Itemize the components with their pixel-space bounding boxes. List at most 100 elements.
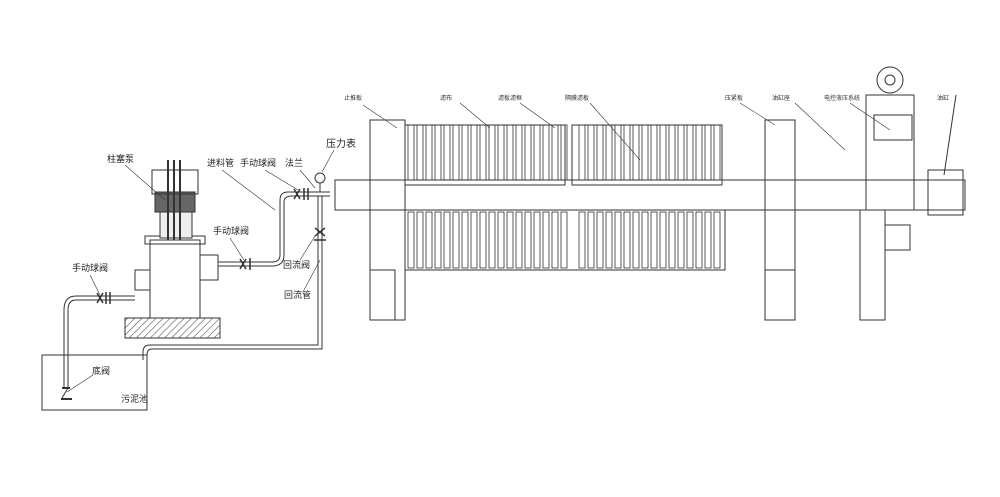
filter-plate bbox=[596, 124, 604, 181]
filter-plate bbox=[632, 124, 640, 181]
filter-plate bbox=[659, 124, 667, 181]
label-filter-plate: 滤板滤框 bbox=[498, 95, 523, 102]
label-filter-cloth: 滤布 bbox=[440, 95, 453, 102]
filter-plate bbox=[632, 211, 640, 269]
filter-plate bbox=[533, 124, 541, 181]
filter-plate bbox=[470, 211, 478, 269]
filter-plate bbox=[515, 211, 523, 269]
filter-plate bbox=[479, 211, 487, 269]
filter-plate bbox=[614, 124, 622, 181]
filter-plate bbox=[524, 211, 532, 269]
filter-plates bbox=[407, 124, 721, 269]
filter-plate bbox=[488, 124, 496, 181]
pump-base bbox=[124, 317, 221, 339]
return-pipe bbox=[142, 196, 323, 360]
filter-plate bbox=[533, 211, 541, 269]
filter-plate bbox=[578, 211, 586, 269]
filter-plate bbox=[542, 211, 550, 269]
filter-plate bbox=[488, 211, 496, 269]
filter-plate bbox=[542, 124, 550, 181]
sludge-tank bbox=[41, 354, 148, 411]
filter-plate bbox=[461, 211, 469, 269]
filter-plate bbox=[425, 211, 433, 269]
filter-plate bbox=[686, 211, 694, 269]
label-thrust-plate: 止推板 bbox=[344, 95, 363, 102]
filter-plate bbox=[668, 211, 676, 269]
label-ball-valve-left: 手动球阀 bbox=[72, 264, 109, 274]
label-ball-valve-top: 手动球阀 bbox=[240, 159, 277, 169]
label-hydraulic-system: 电控液压系统 bbox=[824, 95, 861, 102]
filter-plate bbox=[695, 124, 703, 181]
filter-plate bbox=[560, 211, 568, 269]
filter-plate bbox=[641, 124, 649, 181]
filter-plate bbox=[713, 124, 721, 181]
label-diaphragm-plate: 隔膜滤板 bbox=[565, 95, 590, 102]
filter-plate bbox=[596, 211, 604, 269]
filter-plate bbox=[497, 211, 505, 269]
filter-plate bbox=[614, 211, 622, 269]
filter-plate bbox=[587, 124, 595, 181]
filter-plate bbox=[587, 211, 595, 269]
filter-plate bbox=[704, 211, 712, 269]
pressure-gauge-icon bbox=[314, 172, 326, 192]
filter-plate bbox=[713, 211, 721, 269]
filter-plate bbox=[407, 211, 415, 269]
filter-plate bbox=[515, 124, 523, 181]
filter-plate bbox=[551, 124, 559, 181]
filter-plate bbox=[425, 124, 433, 181]
filter-plate bbox=[641, 211, 649, 269]
label-pressure-gauge: 压力表 bbox=[326, 139, 356, 150]
filter-plate bbox=[650, 211, 658, 269]
label-return-valve: 回流阀 bbox=[283, 261, 311, 271]
filter-plate bbox=[551, 211, 559, 269]
filter-plate bbox=[407, 124, 415, 181]
filter-plate bbox=[623, 211, 631, 269]
filter-plate bbox=[452, 211, 460, 269]
filter-plate bbox=[416, 124, 424, 181]
filter-plate bbox=[434, 211, 442, 269]
return-valve-icon bbox=[314, 227, 326, 241]
label-ball-valve-mid: 手动球阀 bbox=[213, 227, 250, 237]
filter-plate bbox=[677, 211, 685, 269]
filter-plate bbox=[695, 211, 703, 269]
ball-valve-left-icon bbox=[96, 292, 111, 304]
filter-plate bbox=[659, 211, 667, 269]
ball-valve-mid-icon bbox=[239, 258, 251, 270]
label-cylinder: 油缸 bbox=[937, 95, 950, 102]
ball-valve-top-icon bbox=[293, 188, 309, 200]
filter-plate bbox=[479, 124, 487, 181]
filter-plate bbox=[434, 124, 442, 181]
feed-pipe bbox=[218, 191, 330, 267]
label-return-pipe: 回流管 bbox=[284, 291, 312, 301]
suction-pipe bbox=[63, 295, 135, 311]
label-plunger-pump: 柱塞泵 bbox=[107, 155, 135, 165]
filter-plate bbox=[668, 124, 676, 181]
label-foot-valve: 底阀 bbox=[92, 367, 111, 377]
filter-plate bbox=[605, 211, 613, 269]
plunger-pump bbox=[134, 160, 219, 319]
filter-press bbox=[334, 66, 966, 321]
filter-plate bbox=[461, 124, 469, 181]
filter-plate bbox=[443, 211, 451, 269]
filter-plate bbox=[524, 124, 532, 181]
filter-plate bbox=[443, 124, 451, 181]
filter-plate bbox=[506, 211, 514, 269]
label-flange: 法兰 bbox=[285, 159, 304, 169]
filter-plate bbox=[560, 124, 568, 181]
label-sludge-tank: 污泥池 bbox=[121, 395, 149, 405]
filter-plate bbox=[470, 124, 478, 181]
label-cylinder-seat: 油缸座 bbox=[772, 95, 791, 102]
label-feed-pipe: 进料管 bbox=[207, 159, 235, 169]
leader-lines bbox=[66, 102, 891, 393]
label-press-plate: 压紧板 bbox=[725, 95, 744, 102]
filter-plate bbox=[416, 211, 424, 269]
filter-plate bbox=[605, 124, 613, 181]
foot-valve-icon bbox=[61, 310, 72, 400]
filter-plate bbox=[506, 124, 514, 181]
filter-plate bbox=[704, 124, 712, 181]
filter-plate bbox=[650, 124, 658, 181]
filter-plate bbox=[452, 124, 460, 181]
filter-plate bbox=[578, 124, 586, 181]
filter-plate bbox=[677, 124, 685, 181]
